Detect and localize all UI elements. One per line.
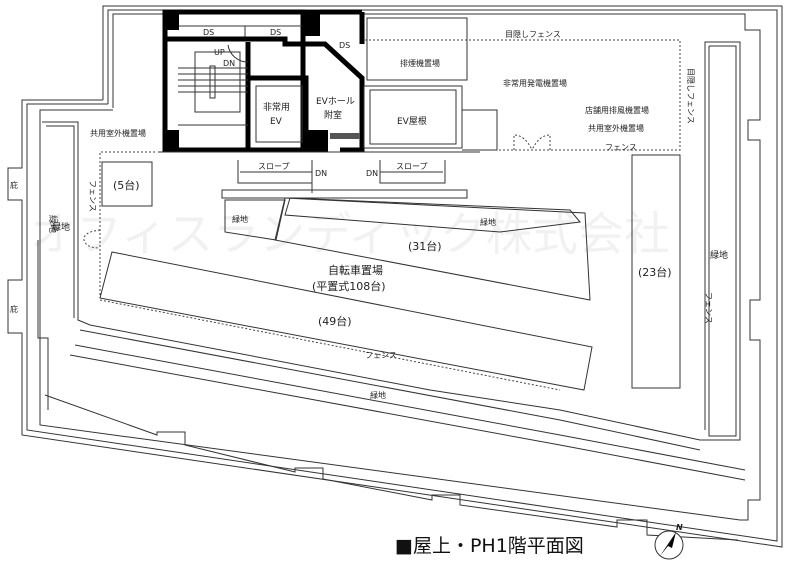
- emergency-ev-label: EV: [270, 117, 283, 127]
- green-area-label: 緑地: [370, 390, 386, 400]
- eave-label: 庇: [10, 180, 18, 190]
- ev-roof: [363, 85, 463, 149]
- bike-count-label: (31台): [408, 239, 442, 253]
- down-label: DN: [366, 169, 378, 178]
- fence-label: フェンス: [88, 180, 97, 212]
- ds-label: DS: [339, 41, 350, 50]
- stairs: [178, 44, 249, 126]
- smoke-exhaust-label: 排煙機置場: [400, 58, 440, 68]
- bike-count-label: (49台): [318, 314, 352, 328]
- shared-outdoor-label: 共用室外機置場: [588, 123, 644, 133]
- green-area-label: 緑地: [480, 217, 496, 227]
- bike-count-label: (5台): [113, 178, 140, 192]
- ev-roof-label: EV屋根: [397, 115, 427, 127]
- store-exhaust-label: 店舗用排風機置場: [585, 105, 649, 115]
- green-area-label: 緑地: [52, 221, 70, 233]
- stair-down-label: DN: [223, 59, 235, 68]
- watermark: オフィスランディック株式会社: [30, 207, 670, 261]
- slope-label: スロープ: [396, 162, 428, 171]
- shared-outdoor-label: 共用室外機置場: [90, 128, 146, 138]
- green-area-label: 緑地: [47, 215, 59, 233]
- north-label: N: [676, 523, 683, 532]
- slope-label: スロープ: [258, 162, 290, 171]
- ev-hall-label: 附室: [324, 109, 342, 121]
- green-area-label: 緑地: [710, 249, 728, 261]
- bike-parking-label: (平置式108台): [312, 279, 386, 293]
- ev-hall-label: EVホール: [316, 96, 355, 107]
- down-label: DN: [315, 169, 327, 178]
- fence-label: フェンス: [704, 292, 713, 324]
- fence: [99, 151, 155, 298]
- green-area: [284, 197, 581, 233]
- emergency-ev-label: 非常用: [263, 101, 290, 113]
- screen-fence: [365, 39, 681, 151]
- stair-up-label: UP: [214, 48, 225, 57]
- slopes: [158, 151, 480, 199]
- bike-count-label: (23台): [638, 265, 672, 279]
- green-area-label: 緑地: [232, 214, 248, 224]
- north-compass-icon: [654, 530, 684, 560]
- bike-parking-label: 自転車置場: [328, 263, 383, 277]
- generator-label: 非常用発電機置場: [503, 78, 567, 88]
- bike-parking-31: [274, 197, 591, 301]
- fence-label: フェンス: [605, 143, 637, 152]
- ds-label: DS: [203, 28, 214, 37]
- screen-fence-label: 目隠しフェンス: [505, 29, 561, 39]
- plan-title: ■屋上・PH1階平面図: [395, 535, 584, 557]
- ds-label: DS: [270, 28, 281, 37]
- core-building: [162, 9, 365, 153]
- eave-label: 庇: [10, 304, 18, 314]
- fence-label: フェンス: [365, 351, 397, 360]
- screen-fence-label: 目隠しフェンス: [686, 68, 696, 124]
- bike-parking-5: [101, 161, 153, 207]
- roof-boundary: [7, 5, 783, 548]
- bike-parking-main: [99, 251, 593, 391]
- bike-parking-23: [631, 154, 681, 389]
- grating: [330, 133, 360, 139]
